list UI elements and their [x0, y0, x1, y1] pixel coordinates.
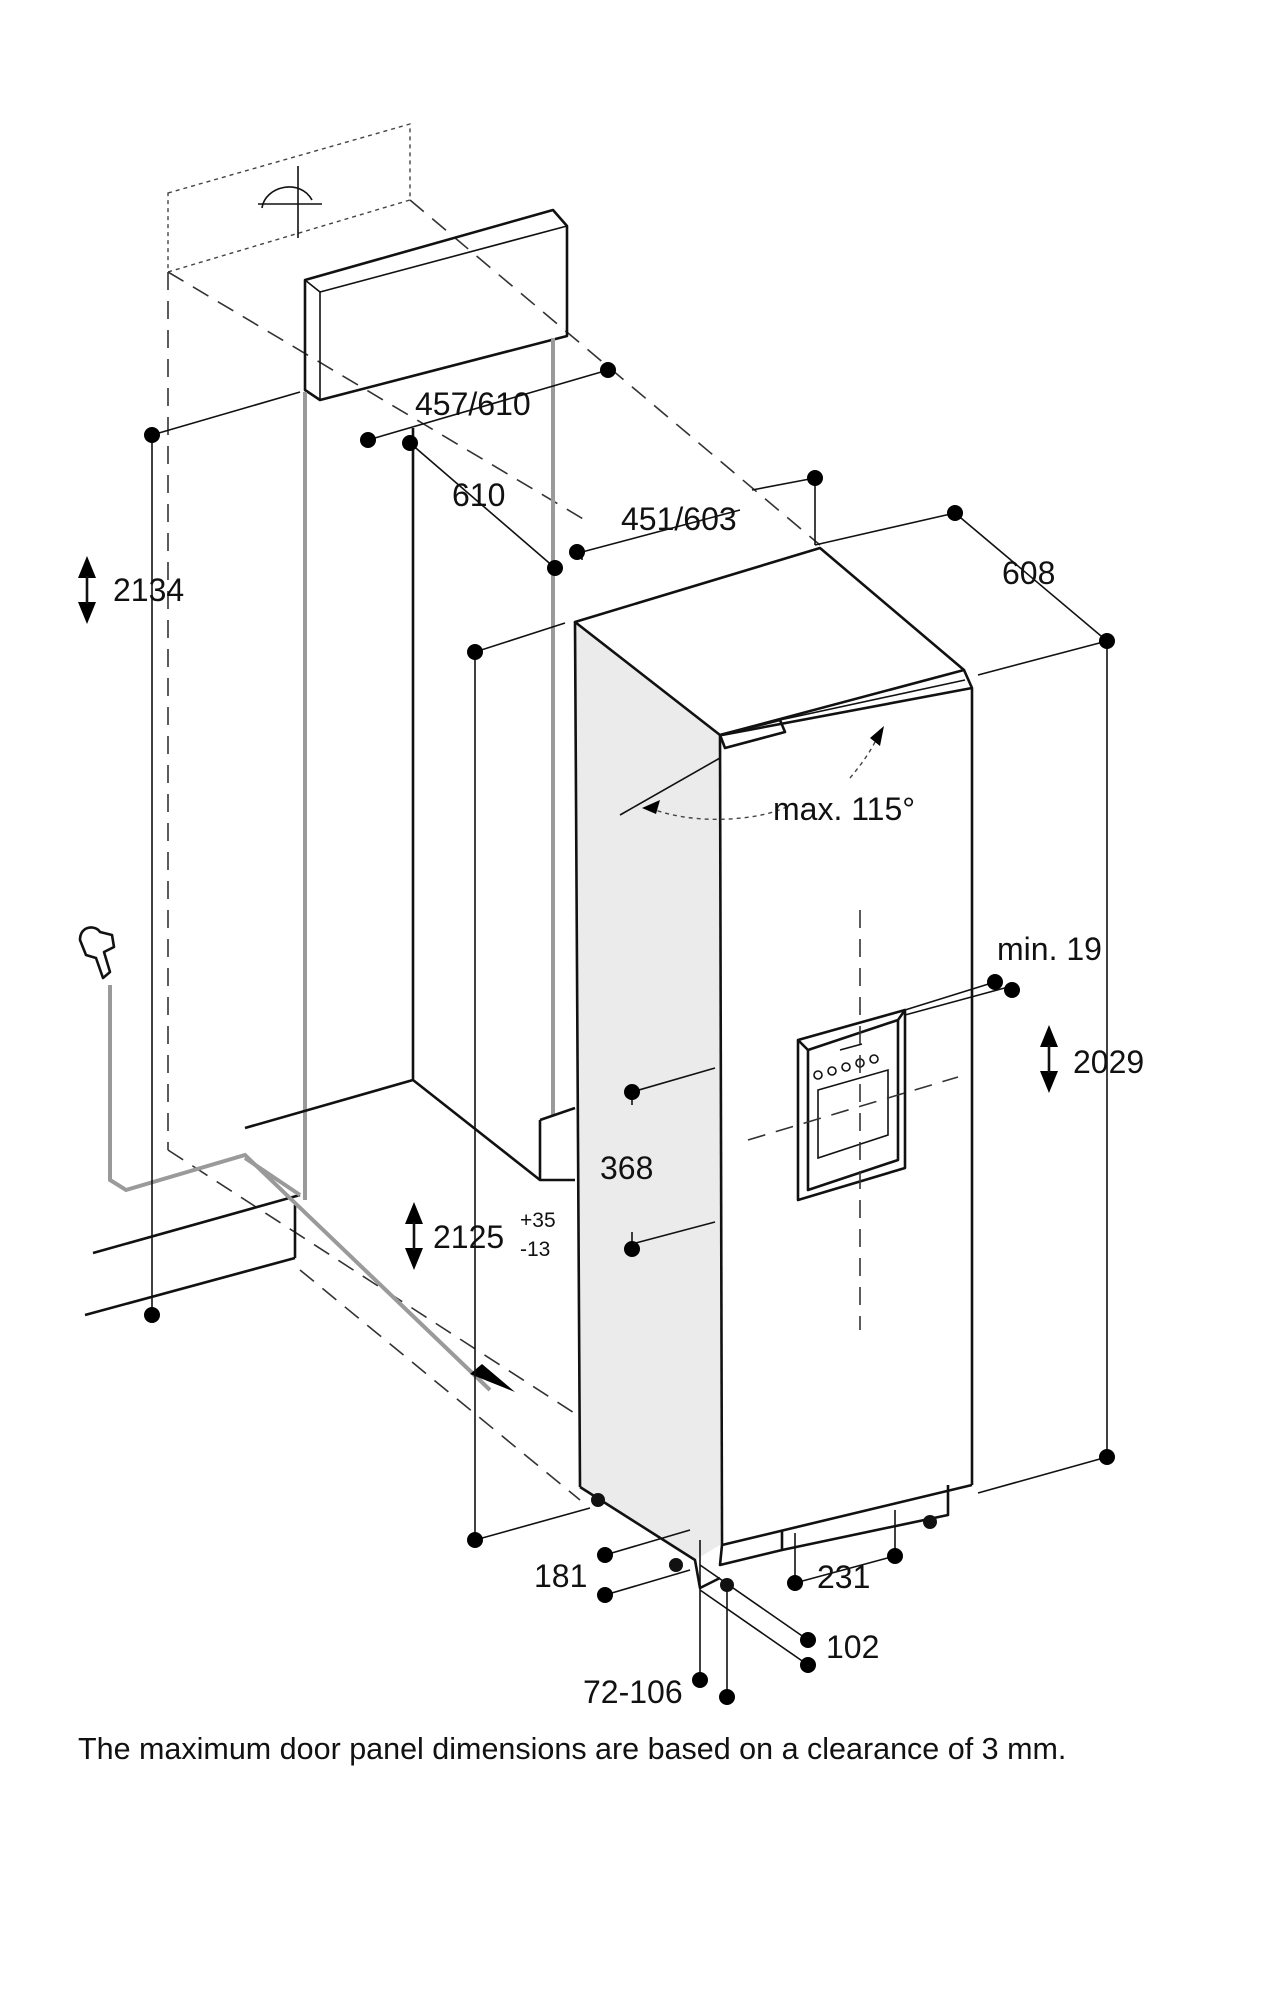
top-panel	[303, 208, 569, 402]
dim-appliance-depth: 608	[1002, 555, 1055, 591]
dim-door-opening: max. 115°	[773, 791, 915, 827]
ventilation-grille	[167, 123, 411, 273]
water-tap-icon	[78, 926, 492, 1392]
caption: The maximum door panel dimensions are ba…	[78, 1732, 1067, 1766]
dim-plinth-depth: 102	[826, 1629, 879, 1665]
dim-plinth-width: 231	[817, 1559, 870, 1595]
dim-panel-depth: 457/610	[415, 386, 531, 422]
dimension-lines	[151, 369, 1108, 1695]
insert-arrow-icon	[470, 1364, 515, 1392]
dim-plinth-height: 181	[534, 1558, 587, 1594]
dim-width: 451/603	[621, 501, 737, 537]
dim-appliance-height: 2029	[1073, 1044, 1144, 1080]
dim-foot-range: 72-106	[583, 1674, 683, 1710]
dimension-points	[144, 362, 1115, 1705]
door-swing	[619, 726, 884, 820]
dim-niche-depth: 610	[452, 477, 505, 513]
dim-install-height: 2125	[433, 1219, 504, 1255]
ice-water-dispenser	[747, 910, 959, 1330]
dim-install-tolerance-plus: +35	[520, 1209, 556, 1232]
dim-niche-height: 2134	[113, 572, 184, 608]
height-arrow-icons	[78, 556, 1058, 1270]
dim-dispenser-height: 368	[600, 1150, 653, 1186]
dim-min-clearance: min. 19	[997, 931, 1102, 967]
floor-lines	[84, 1193, 301, 1317]
dim-install-tolerance-minus: -13	[520, 1238, 550, 1261]
niche-walls	[244, 338, 576, 1200]
appliance	[573, 546, 974, 1592]
